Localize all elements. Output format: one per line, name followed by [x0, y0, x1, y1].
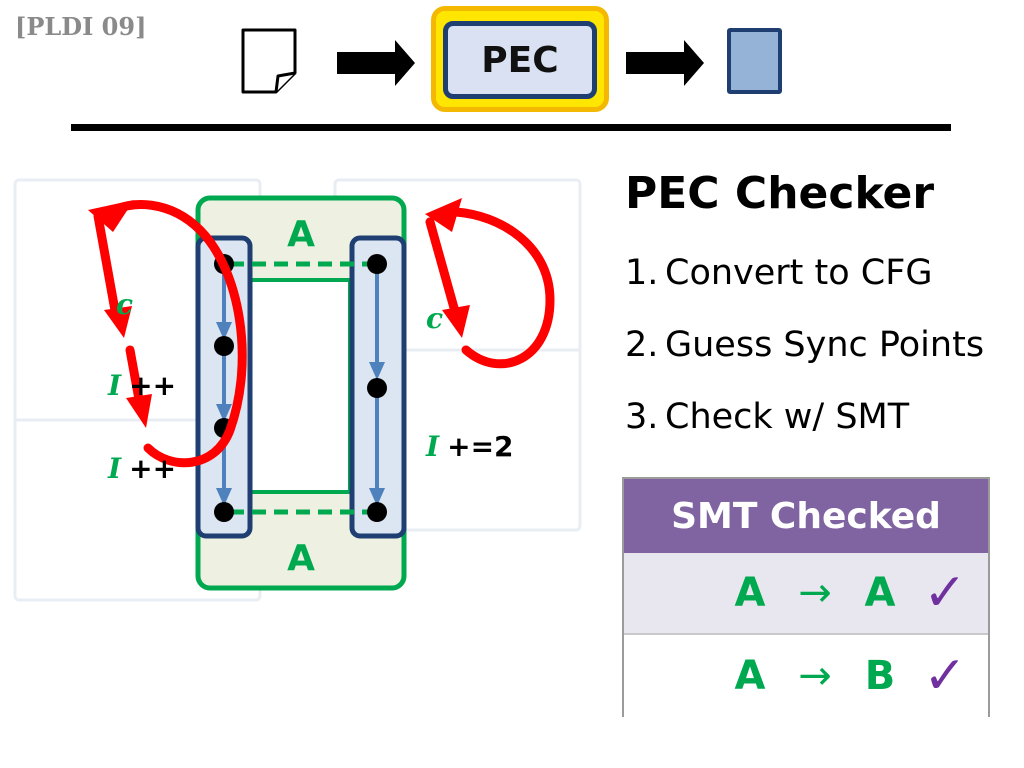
left-op-2: I++ — [107, 452, 176, 485]
document-icon — [241, 28, 704, 94]
smt-table-row: A → A ✓ — [624, 553, 988, 635]
right-arrow-icon: → — [798, 570, 832, 616]
step-text: Convert to CFG — [665, 253, 933, 293]
checker-title: PEC Checker — [625, 168, 935, 219]
right-arrow-icon — [337, 40, 415, 86]
smt-rhs: A — [864, 570, 896, 616]
inner-window — [248, 278, 352, 494]
smt-table-header: SMT Checked — [624, 479, 988, 553]
step-number: 1. — [625, 253, 659, 293]
smt-lhs: A — [734, 653, 766, 699]
pec-stage-box: PEC — [443, 21, 597, 99]
document-icon-shape — [241, 28, 297, 94]
right-op: I+=2 — [425, 430, 514, 463]
filled-page-icon — [727, 28, 782, 94]
smt-lhs: A — [734, 570, 766, 616]
left-red-arrowheads — [88, 200, 152, 428]
step-number: 2. — [625, 325, 659, 365]
step-text: Check w/ SMT — [665, 397, 910, 437]
left-c-label: c — [116, 288, 133, 321]
left-red-arrows — [93, 200, 247, 468]
smt-rhs: B — [864, 653, 896, 699]
right-c-label: c — [426, 302, 443, 335]
right-arrow-icon: → — [798, 653, 832, 699]
checkmark-icon: ✓ — [923, 563, 967, 623]
pipeline: PEC — [0, 0, 1024, 130]
right-arrow-icon-2 — [626, 40, 704, 86]
region-label-bottom: A — [287, 538, 315, 579]
step-text: Guess Sync Points — [665, 325, 985, 365]
citation: [PLDI 09] — [15, 12, 147, 41]
right-red-arrowheads — [425, 198, 470, 338]
checkmark-icon: ✓ — [923, 646, 967, 706]
right-flow-arrows — [369, 265, 385, 506]
right-red-arrows — [425, 207, 555, 369]
step-item: 2.Guess Sync Points — [625, 320, 984, 392]
step-item: 1.Convert to CFG — [625, 248, 984, 320]
smt-table-row: A → B ✓ — [624, 635, 988, 717]
left-op-1: I++ — [107, 369, 176, 402]
cfg-sync-diagram: A A c c I++ I++ I+=2 — [13, 178, 582, 602]
region-label-top: A — [287, 214, 315, 255]
step-item: 3.Check w/ SMT — [625, 392, 984, 464]
smt-checked-table: SMT Checked A → A ✓ A → B ✓ — [622, 477, 990, 717]
checker-steps: 1.Convert to CFG 2.Guess Sync Points 3.C… — [625, 248, 984, 464]
divider-rule — [71, 124, 951, 131]
step-number: 3. — [625, 397, 659, 437]
